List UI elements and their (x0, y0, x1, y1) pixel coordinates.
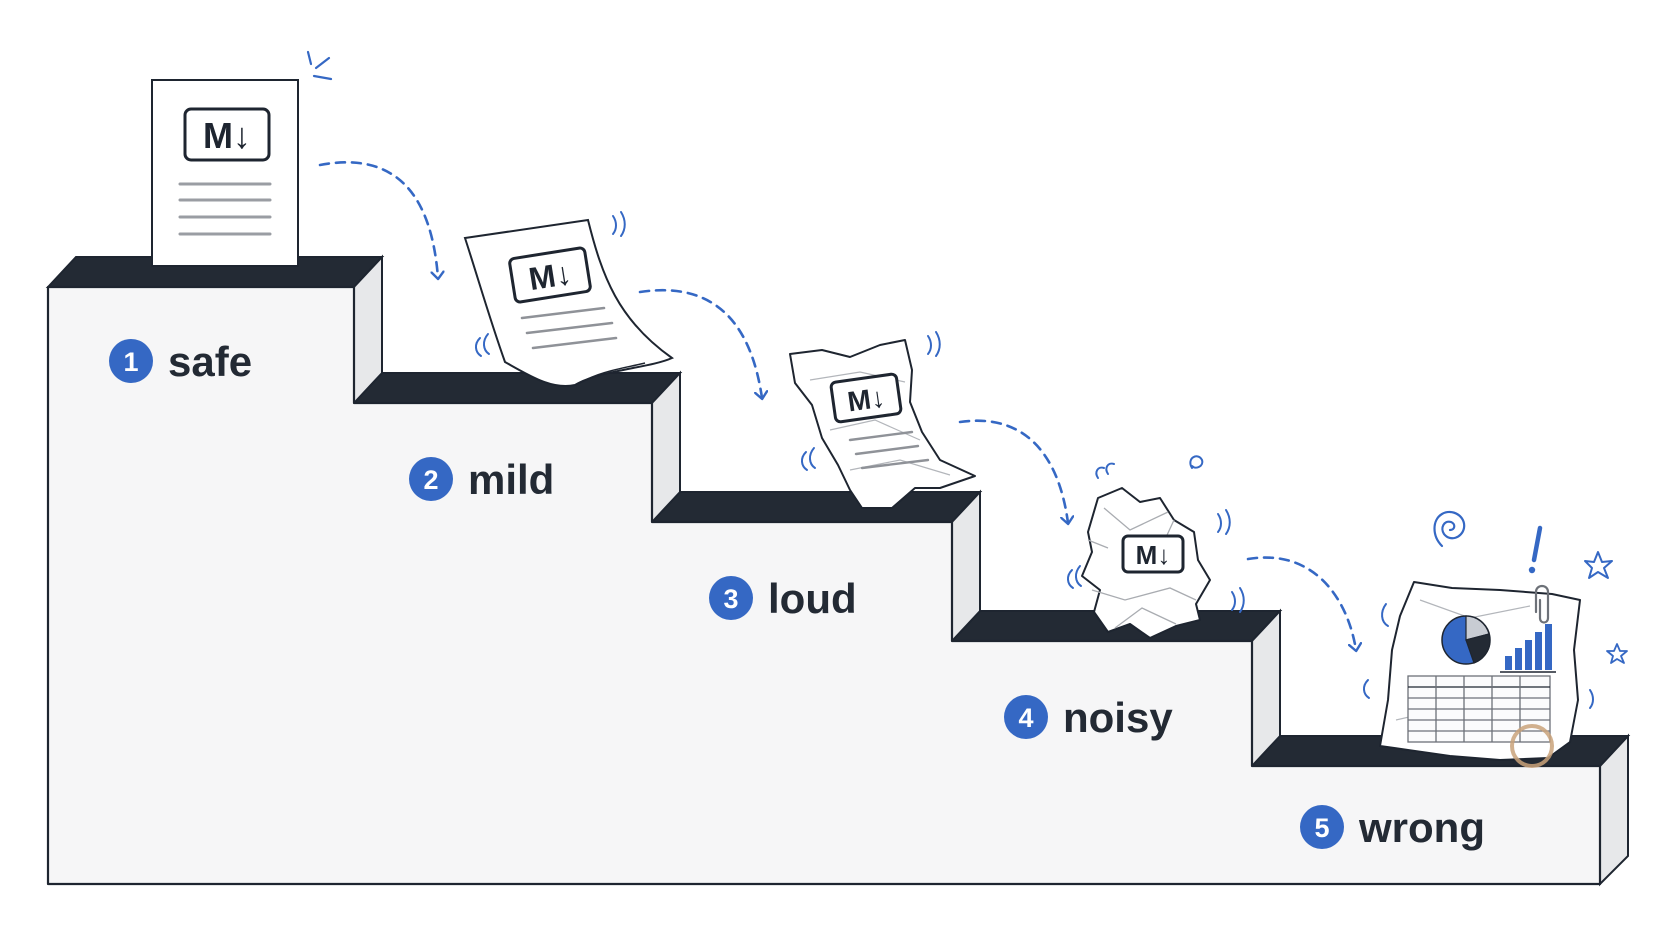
dashed-curved-arrow-icon (318, 161, 438, 278)
motion-lines-icon (306, 50, 333, 81)
markdown-badge-text: M↓ (846, 382, 887, 418)
step-label: wrong (1358, 804, 1485, 851)
markdown-document-icon: M↓ (789, 331, 976, 509)
markdown-badge-text: M↓ (1136, 540, 1171, 570)
step-number-badge (1300, 805, 1344, 849)
motion-lines-icon (1363, 603, 1594, 709)
pie-chart-icon (1441, 615, 1491, 665)
step-label: mild (468, 456, 554, 503)
step-number-badge (409, 457, 453, 501)
markdown-document-icon: M↓ (463, 211, 675, 387)
exclamation-icon (1528, 525, 1543, 574)
step-label: noisy (1063, 694, 1173, 741)
motion-lines-icon (475, 211, 626, 357)
stair-tread-3 (649, 491, 983, 523)
step-number: 2 (423, 465, 438, 495)
star-icon (1606, 643, 1628, 664)
data-table-icon (1407, 675, 1551, 743)
motion-lines-icon (801, 331, 941, 471)
markdown-badge (508, 246, 592, 304)
step-number-badge (109, 339, 153, 383)
step-number-badge (709, 576, 753, 620)
markdown-badge-text: M↓ (526, 255, 574, 297)
markdown-badge (183, 107, 271, 162)
step-label: safe (168, 338, 252, 385)
dashed-curved-arrow-icon (638, 289, 762, 398)
markdown-badge-text: M↓ (203, 115, 251, 156)
bar-chart-icon (1500, 624, 1556, 673)
step-label-3: 3 loud (709, 575, 857, 622)
coffee-stain (1510, 724, 1554, 768)
star-icon (1584, 551, 1613, 579)
markdown-document-icon: M↓ (151, 50, 333, 267)
step-label-4: 4 noisy (1004, 694, 1173, 741)
report-document-icon (1363, 510, 1628, 768)
dashed-curved-arrow-icon (1246, 556, 1356, 650)
stair-tread-2 (351, 372, 683, 404)
step-label-5: 5 wrong (1300, 804, 1485, 851)
stair-front-face (46, 285, 1602, 886)
motion-lines-icon (1067, 455, 1245, 613)
step-number: 4 (1018, 703, 1033, 733)
step-label: loud (768, 575, 857, 622)
paperclip-icon (1534, 584, 1550, 624)
step-label-2: 2 mild (409, 456, 554, 503)
step-number-badge (1004, 695, 1048, 739)
arrows (318, 161, 1356, 650)
dashed-curved-arrow-icon (958, 419, 1068, 523)
staircase (45, 254, 1631, 887)
markdown-document-icon: M↓ (1067, 455, 1245, 639)
dizzy-spiral-icon (1433, 510, 1466, 548)
step-number: 5 (1314, 813, 1329, 843)
markdown-badge (829, 372, 903, 424)
markdown-badge (1121, 534, 1185, 574)
step-label-1: 1 safe (109, 338, 252, 385)
step-number: 3 (723, 584, 738, 614)
step-number: 1 (123, 347, 138, 377)
